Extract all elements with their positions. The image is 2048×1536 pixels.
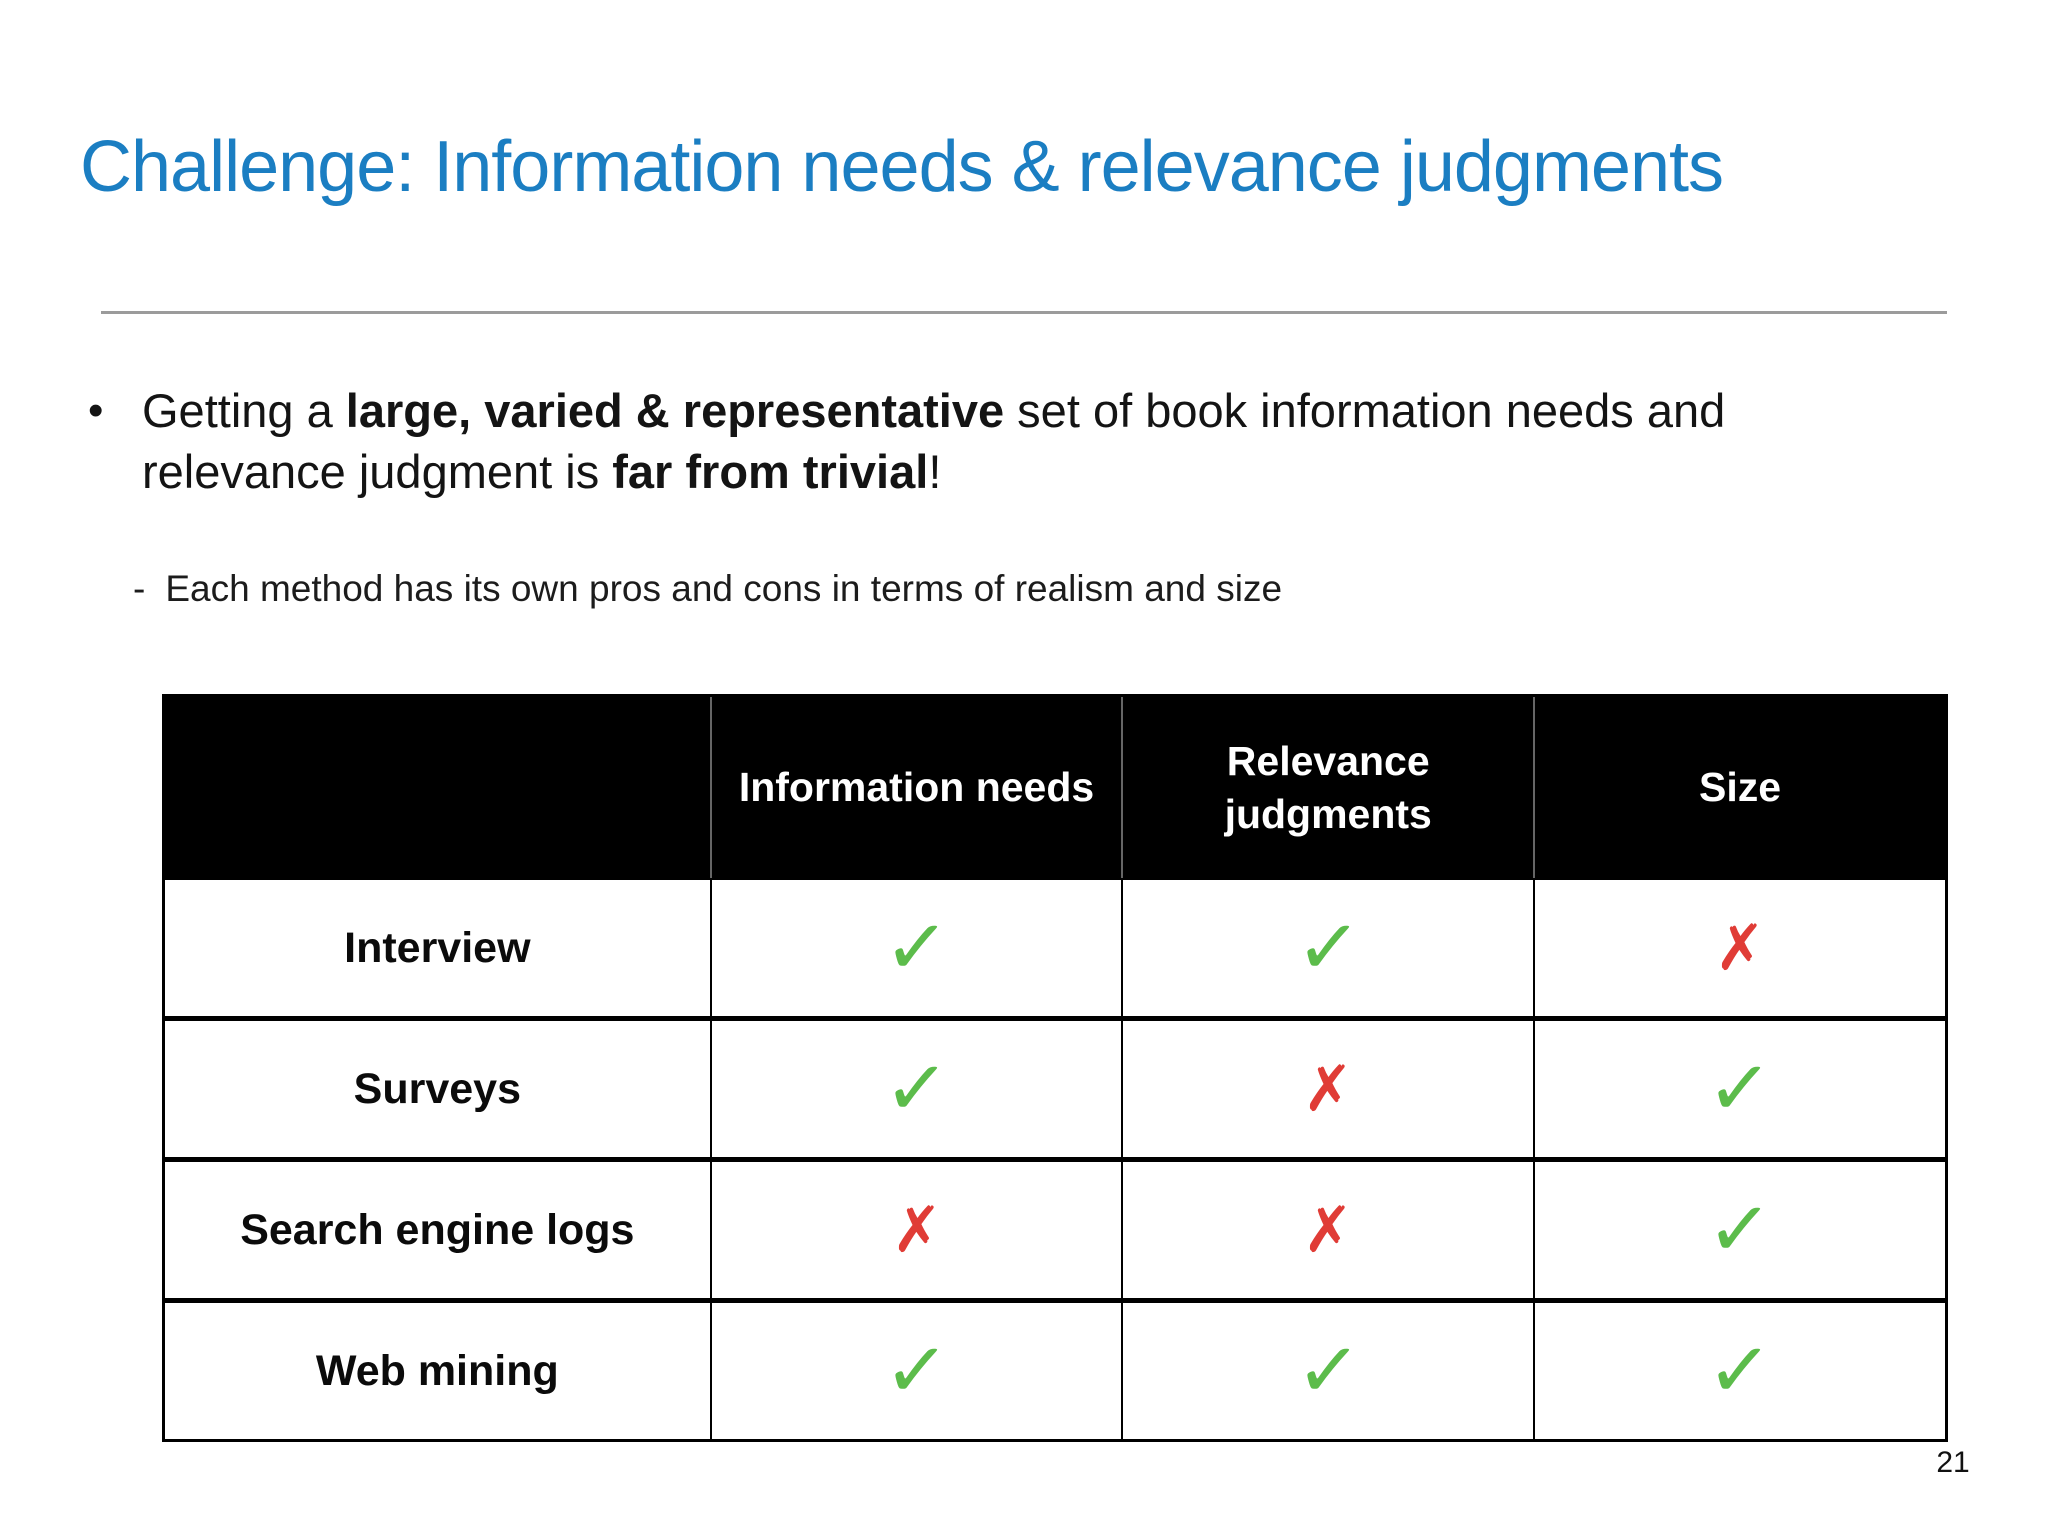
table-row: Search engine logs ✗ ✗ ✓ xyxy=(165,1157,1945,1298)
table-header-row: Information needs Relevance judgments Si… xyxy=(165,697,1945,878)
title-divider xyxy=(101,311,1947,314)
table-row: Web mining ✓ ✓ ✓ xyxy=(165,1298,1945,1439)
header-relevance-judgments: Relevance judgments xyxy=(1121,697,1534,878)
row-label-web-mining: Web mining xyxy=(165,1298,710,1439)
check-icon: ✓ xyxy=(881,901,952,995)
header-information-needs: Information needs xyxy=(709,697,1122,878)
dash-marker: - xyxy=(133,568,146,609)
sub-bullet: - Each method has its own pros and cons … xyxy=(133,565,1282,613)
methods-comparison-table: Information needs Relevance judgments Si… xyxy=(162,694,1948,1442)
bullet-bold-segment: far from trivial xyxy=(612,445,929,498)
slide-title: Challenge: Information needs & relevance… xyxy=(80,127,1724,207)
check-icon: ✓ xyxy=(1705,1183,1776,1277)
cross-icon: ✗ xyxy=(1300,1051,1356,1126)
row-label-interview: Interview xyxy=(165,878,710,1016)
header-empty-cell xyxy=(165,697,710,878)
row-label-search-engine-logs: Search engine logs xyxy=(165,1157,710,1298)
check-icon: ✓ xyxy=(1705,1042,1776,1136)
row-label-surveys: Surveys xyxy=(165,1016,710,1157)
cross-icon: ✗ xyxy=(889,1192,944,1267)
main-bullet-text: Getting a large, varied & representative… xyxy=(142,380,1802,502)
header-size: Size xyxy=(1533,697,1945,878)
table-row: Interview ✓ ✓ ✗ xyxy=(165,878,1945,1016)
sub-bullet-text: Each method has its own pros and cons in… xyxy=(165,568,1283,609)
check-icon: ✓ xyxy=(1705,1324,1776,1418)
bullet-marker: • xyxy=(88,386,104,435)
cross-icon: ✗ xyxy=(1300,1192,1356,1267)
bullet-bold-segment: large, varied & representative xyxy=(345,384,1005,437)
bullet-text-segment: Getting a xyxy=(142,384,346,437)
bullet-text-segment: set of book information needs and releva… xyxy=(142,384,1726,498)
comparison-table-container: Information needs Relevance judgments Si… xyxy=(162,694,1948,1442)
main-bullet: • Getting a large, varied & representati… xyxy=(88,380,1802,502)
bullet-text-segment: ! xyxy=(928,445,942,498)
check-icon: ✓ xyxy=(881,1042,952,1136)
table-row: Surveys ✓ ✗ ✓ xyxy=(165,1016,1945,1157)
check-icon: ✓ xyxy=(1293,1324,1364,1418)
cross-icon: ✗ xyxy=(1712,910,1768,985)
page-number: 21 xyxy=(1936,1446,1970,1479)
check-icon: ✓ xyxy=(1293,901,1364,995)
check-icon: ✓ xyxy=(881,1324,952,1418)
